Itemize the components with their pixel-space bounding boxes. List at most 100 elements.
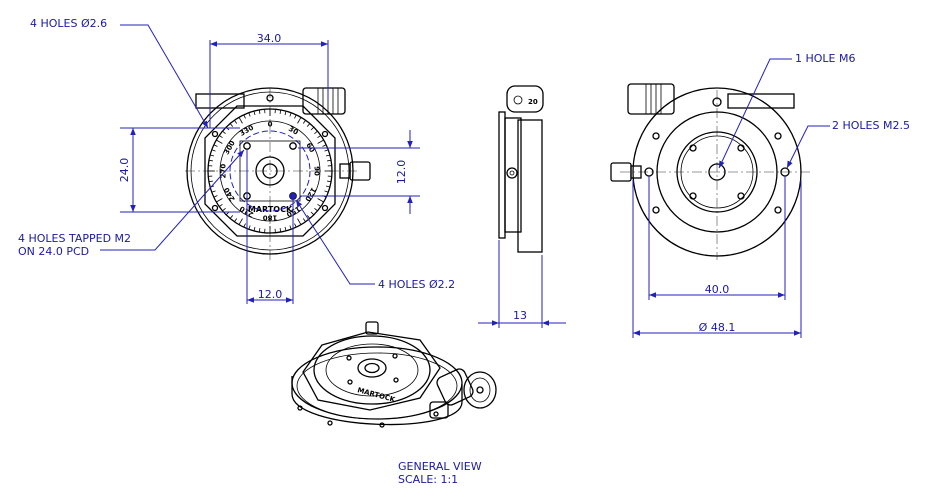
dial-tick [294,114,297,119]
front-rod [195,93,245,109]
rear-hole [737,144,745,152]
callout-holes-22: 4 HOLES Ø2.2 [378,278,455,291]
dial-tick [327,180,332,183]
caption-line1: GENERAL VIEW [398,460,482,473]
dial-tick [279,228,282,233]
dial-tick [211,190,216,193]
rear-rod [727,93,795,109]
rear-outer-ring [632,87,802,257]
dial-tick [222,130,226,135]
dial-tick [289,112,292,117]
dial-tick [218,203,223,207]
dial-tick [211,149,216,152]
rear-mount-hole [652,132,660,140]
iso-base-side [291,376,463,426]
dial-label: 330 [238,124,255,138]
caption-line2: SCALE: 1:1 [398,473,458,486]
dial-tick [302,119,306,124]
rear-plate [656,111,778,233]
rear-hole [689,144,697,152]
dial-tick [297,117,302,124]
dial-tick [317,203,322,207]
dial-tick [216,139,223,144]
dial-tick [210,154,215,157]
callout-tapped-m2-line1: 4 HOLES TAPPED M2 [18,232,131,245]
iso-dial [313,335,431,405]
front-mount-hole [211,130,219,138]
dial-tick [297,218,302,225]
rear-side-knob [610,162,642,182]
front-dial-ticks [208,109,332,233]
iso-plate [302,331,441,411]
svg-text:20: 20 [528,98,538,106]
dim-40: 40.0 [705,283,730,296]
dial-tick [325,185,330,188]
dial-tick [248,112,251,117]
side-view: 20 13 [478,85,566,328]
dial-label: 240 [223,186,237,203]
dial-tick [310,126,315,131]
dial-tick [234,119,238,124]
dial-tick [317,139,324,144]
dim-12-right: 12.0 [395,160,408,185]
dial-tick [243,223,246,228]
side-micrometer: 20 [506,85,544,113]
rear-hole [689,192,697,200]
dial-tick [324,149,329,152]
dial-tick [310,211,315,216]
dim-13: 13 [513,309,527,322]
iso-center-bore [357,358,387,378]
front-mount-hole [321,204,329,212]
dial-tick [243,114,246,119]
dial-tick [325,154,330,157]
dial-brand: MARTOCK [248,205,293,214]
side-dial-rim [498,111,506,239]
dial-tick [306,215,311,219]
dial-tick [248,225,251,230]
dial-label: 270 [220,164,228,179]
front-micrometer [302,87,346,115]
dial-tick [218,135,223,139]
rear-hole [737,192,745,200]
rear-top-hole [712,97,722,107]
dim-12-bottom: 12.0 [258,288,283,301]
dial-tick [314,207,318,212]
dial-tick [229,215,234,219]
dial-tick [208,159,213,162]
dial-tick [238,117,243,124]
dial-tick [317,198,324,203]
dial-tick [208,180,213,183]
side-body [517,119,543,253]
front-center-bore [255,156,285,186]
callout-holes-m25: 2 HOLES M2.5 [832,119,910,132]
dial-tick [284,111,287,116]
dial-tick [253,111,256,116]
dial-tick [234,218,238,223]
dial-tick [302,218,306,223]
dim-24: 24.0 [118,158,131,183]
side-screw [506,167,518,179]
dial-tick [314,130,318,135]
dial-tick [216,198,223,203]
rear-dimensions: 40.0 Ø 48.1 1 HOLE M6 2 HOLES M2.5 [632,52,910,338]
dial-tick [324,190,329,193]
dial-tick [222,207,226,212]
isometric-view: MARTOCK [291,321,497,428]
dial-tick [327,159,332,162]
iso-micrometer [436,368,497,409]
front-outer-ring [186,87,354,255]
front-hole [289,142,297,150]
dial-label: 120 [303,186,317,203]
dim-48: Ø 48.1 [699,321,736,334]
dial-tick [317,135,322,139]
callout-hole-m6: 1 HOLE M6 [795,52,856,65]
dial-label: 0 [268,121,273,129]
rear-mount-hole [652,206,660,214]
dial-tick [322,144,327,147]
dial-tick [306,123,311,127]
dial-tick [213,195,218,198]
front-hole [243,142,251,150]
dial-tick [258,228,261,233]
iso-top-post [365,321,379,335]
